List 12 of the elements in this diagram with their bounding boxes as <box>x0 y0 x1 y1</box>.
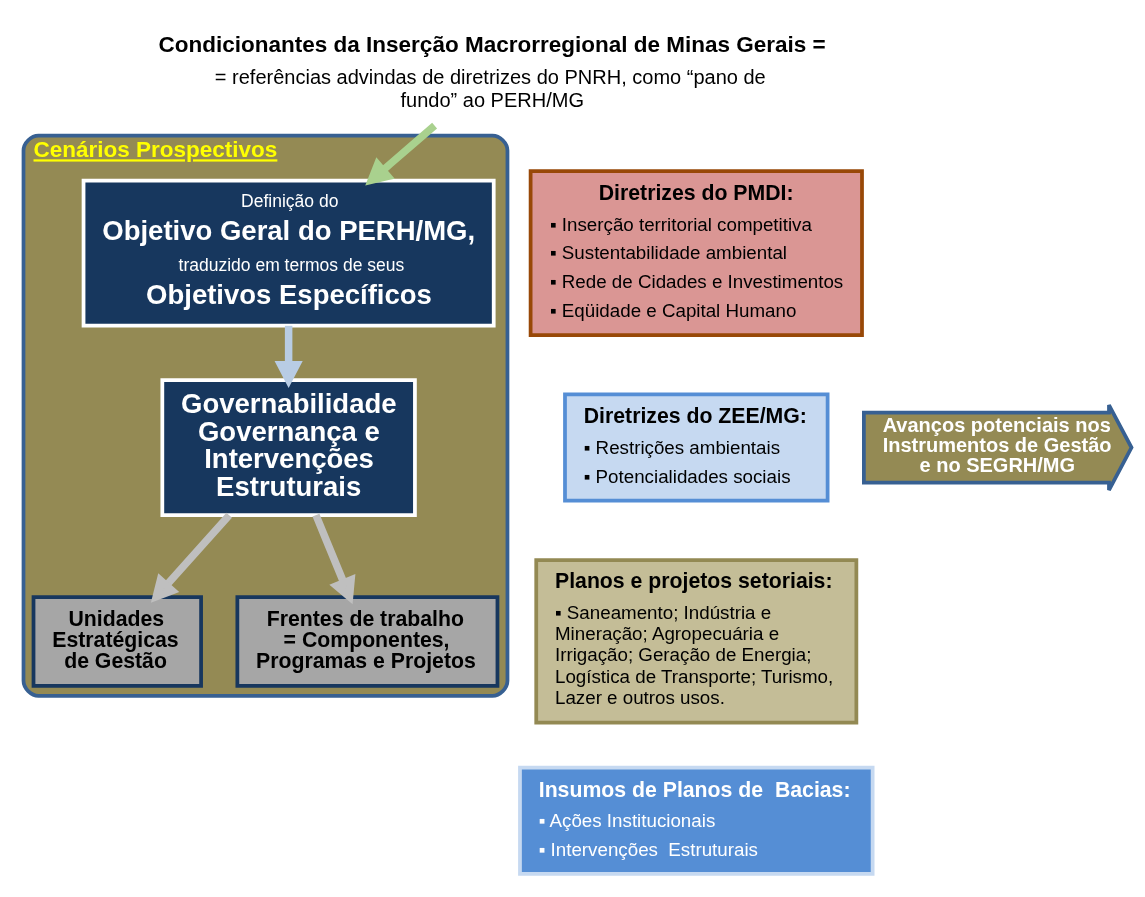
arrow <box>274 325 303 388</box>
arrow <box>150 512 232 603</box>
node-box: Diretrizes do PMDI: ▪ Inserção territorial competitiva ▪ Sustentabilidade ambiental ▪ Rede de Cidades e Investimentos ▪ Eqüidade e Capital Humano <box>528 169 864 337</box>
node-text: Condicionantes da Inserção Macrorregional de Minas Gerais = = referências advindas de diretrizes do PNRH, como “pano de fundo” ao PERH/MG <box>158 32 826 111</box>
node-box: Diretrizes do ZEE/MG: ▪ Restrições ambientais ▪ Potencialidades sociais <box>563 392 830 503</box>
node-box: Definição do Objetivo Geral do PERH/MG, traduzido em termos de seus Objetivos Específicos <box>81 178 496 328</box>
node-box: Unidades Estratégicas de Gestão <box>31 595 203 688</box>
node-box: Governabilidade Governança e Intervenções Estruturais <box>160 378 417 517</box>
arrow <box>312 513 356 605</box>
node-box: Planos e projetos setoriais: ▪ Saneamento; Indústria e Mineração; Agropecuária e Irrigação; Geração de Energia; Logística de Transporte; Turismo, Lazer e outros usos. <box>534 558 859 725</box>
node-box: Frentes de trabalho = Componentes, Programas e Projetos <box>235 595 500 688</box>
node-box: Insumos de Planos de Bacias: ▪ Ações Institucionais ▪ Intervenções Estruturais <box>518 765 875 876</box>
